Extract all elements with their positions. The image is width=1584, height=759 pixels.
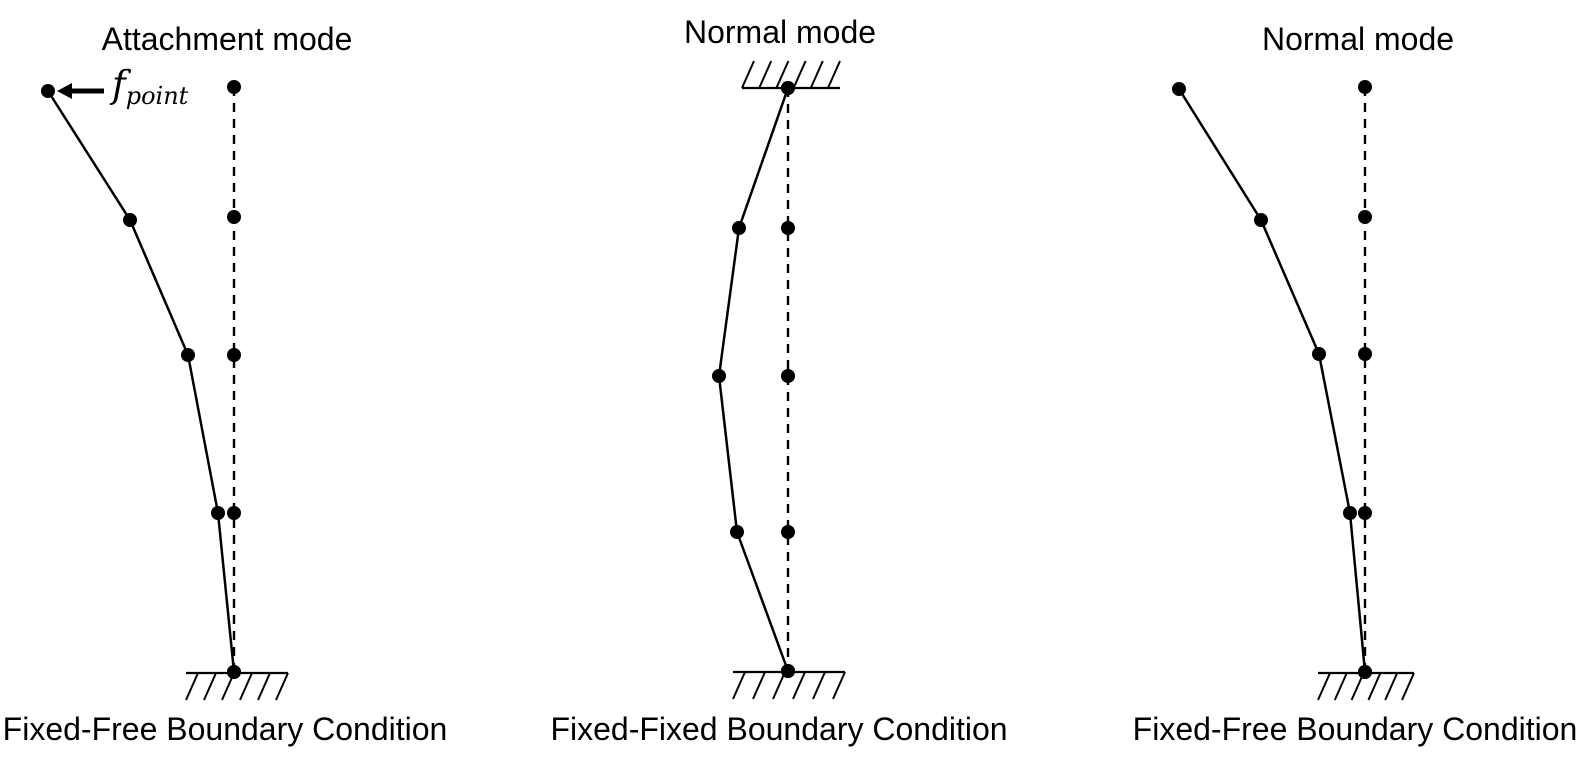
deformed-node-dot — [227, 665, 241, 679]
undeformed-node-dot — [227, 210, 241, 224]
undeformed-node-dot — [1358, 506, 1372, 520]
hatch-stroke — [792, 60, 807, 89]
fixed-support-bottom — [732, 670, 846, 700]
hatch-stroke — [758, 60, 773, 89]
hatch-stroke — [741, 60, 755, 89]
deformed-node-dot — [181, 348, 195, 362]
deformed-chain-line — [717, 86, 790, 673]
hatch-stroke — [772, 671, 786, 700]
force-label: fpoint — [109, 63, 189, 110]
hatch-stroke — [185, 672, 199, 701]
undeformed-node-dot — [781, 369, 795, 383]
hatch-stroke — [1401, 672, 1415, 701]
deformed-chain-line — [1177, 87, 1367, 674]
hatch-stroke — [812, 671, 826, 700]
hatch-stroke — [1317, 672, 1331, 701]
boundary-condition-label: Fixed-Fixed Boundary Condition — [550, 711, 1007, 747]
undeformed-node-dot — [1358, 210, 1372, 224]
deformed-node-dot — [730, 525, 744, 539]
undeformed-node-dot — [227, 80, 241, 94]
deformed-node-dot — [781, 664, 795, 678]
deformed-node-dot — [1312, 347, 1326, 361]
boundary-condition-label: Fixed-Free Boundary Condition — [3, 711, 448, 747]
hatch-stroke — [775, 60, 790, 89]
undeformed-node-dot — [1358, 80, 1372, 94]
boundary-condition-label: Fixed-Free Boundary Condition — [1133, 711, 1578, 747]
hatch-stroke — [1367, 672, 1382, 701]
deformed-node-dot — [781, 81, 795, 95]
hatch-stroke — [827, 60, 841, 89]
deformed-node-dot — [1172, 82, 1186, 96]
hatch-stroke — [239, 672, 253, 701]
hatch-stroke — [752, 671, 766, 700]
deformed-node-dot — [1343, 506, 1357, 520]
force-arrow: fpoint — [57, 63, 189, 110]
deformed-node-dot — [41, 84, 55, 98]
hatch-stroke — [832, 671, 846, 700]
hatch-stroke — [792, 671, 806, 700]
hatch-stroke — [1333, 672, 1348, 701]
panel-title: Attachment mode — [102, 21, 353, 57]
undeformed-node-dot — [781, 525, 795, 539]
deformed-node-dot — [211, 506, 225, 520]
hatch-stroke — [1384, 672, 1399, 701]
deformed-node-dot — [712, 369, 726, 383]
deformed-node-dot — [1254, 213, 1268, 227]
hatch-stroke — [275, 672, 289, 701]
hatch-stroke — [257, 672, 271, 701]
panel-title: Normal mode — [684, 14, 876, 50]
force-label-subscript: point — [126, 82, 189, 110]
panel-title: Normal mode — [1262, 21, 1454, 57]
undeformed-node-dot — [781, 221, 795, 235]
undeformed-node-dot — [227, 348, 241, 362]
deformed-node-dot — [123, 213, 137, 227]
hatch-stroke — [732, 671, 746, 700]
force-arrow-head-icon — [57, 83, 72, 99]
deformed-chain-line — [46, 89, 236, 674]
hatch-stroke — [809, 60, 824, 89]
undeformed-node-dot — [227, 506, 241, 520]
hatch-stroke — [203, 672, 217, 701]
deformed-node-dot — [1358, 665, 1372, 679]
deformed-node-dot — [732, 221, 746, 235]
undeformed-node-dot — [1358, 347, 1372, 361]
